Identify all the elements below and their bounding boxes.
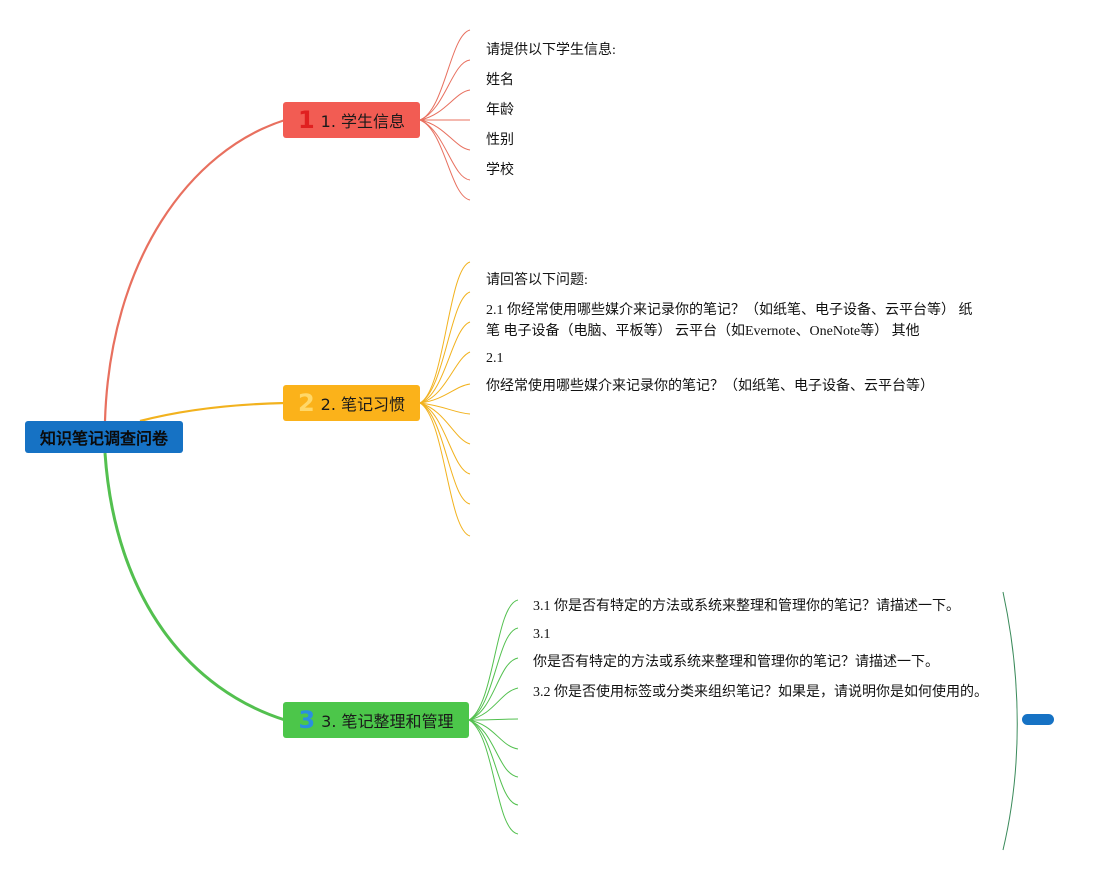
branch-topic-note-habits[interactable]: 2 2. 笔记习惯 xyxy=(283,385,420,421)
subtopic-item[interactable]: 请提供以下学生信息: xyxy=(486,43,616,58)
subtopic-item[interactable]: 年龄 xyxy=(486,103,514,118)
subtopic-item[interactable]: 3.2 你是否使用标签或分类来组织笔记？如果是，请说明你是如何使用的。 xyxy=(533,685,988,700)
subtopic-item[interactable]: 你经常使用哪些媒介来记录你的笔记？（如纸笔、电子设备、云平台等） xyxy=(486,379,934,394)
subtopic-item[interactable]: 请回答以下问题: xyxy=(486,273,588,288)
connector-root-branch2 xyxy=(139,401,286,423)
branch-topic-label: 3. 笔记整理和管理 xyxy=(321,712,454,731)
branch-topic-student-info[interactable]: 1 1. 学生信息 xyxy=(283,102,420,138)
branch-topic-label: 2. 笔记习惯 xyxy=(320,395,406,414)
subtopic-item[interactable]: 性别 xyxy=(486,133,514,148)
branch2-fan xyxy=(419,261,471,537)
subtopic-item[interactable]: 学校 xyxy=(486,163,514,178)
number-2-icon: 2 xyxy=(297,389,315,417)
number-3-icon: 3 xyxy=(298,706,316,734)
summary-boundary-line xyxy=(1002,591,1018,851)
number-1-icon: 1 xyxy=(297,106,315,134)
subtopic-item[interactable]: 你是否有特定的方法或系统来整理和管理你的笔记？请描述一下。 xyxy=(533,655,939,670)
connector-root-branch1 xyxy=(103,118,286,422)
collapse-handle[interactable] xyxy=(1022,714,1054,725)
branch1-fan xyxy=(419,29,471,201)
root-topic-label: 知识笔记调查问卷 xyxy=(39,429,168,448)
root-topic[interactable]: 知识笔记调查问卷 xyxy=(25,421,183,453)
branch3-fan xyxy=(468,599,519,835)
subtopic-item[interactable]: 3.1 xyxy=(533,627,551,642)
subtopic-item[interactable]: 2.1 xyxy=(486,351,504,366)
subtopic-item[interactable]: 3.1 你是否有特定的方法或系统来整理和管理你的笔记？请描述一下。 xyxy=(533,599,960,614)
subtopic-item[interactable]: 姓名 xyxy=(486,73,514,88)
branch-topic-label: 1. 学生信息 xyxy=(320,112,406,131)
connector-root-branch3 xyxy=(103,452,286,722)
subtopic-item[interactable]: 2.1 你经常使用哪些媒介来记录你的笔记？（如纸笔、电子设备、云平台等） 纸笔 … xyxy=(486,303,973,339)
branch-topic-note-organization[interactable]: 3 3. 笔记整理和管理 xyxy=(283,702,469,738)
